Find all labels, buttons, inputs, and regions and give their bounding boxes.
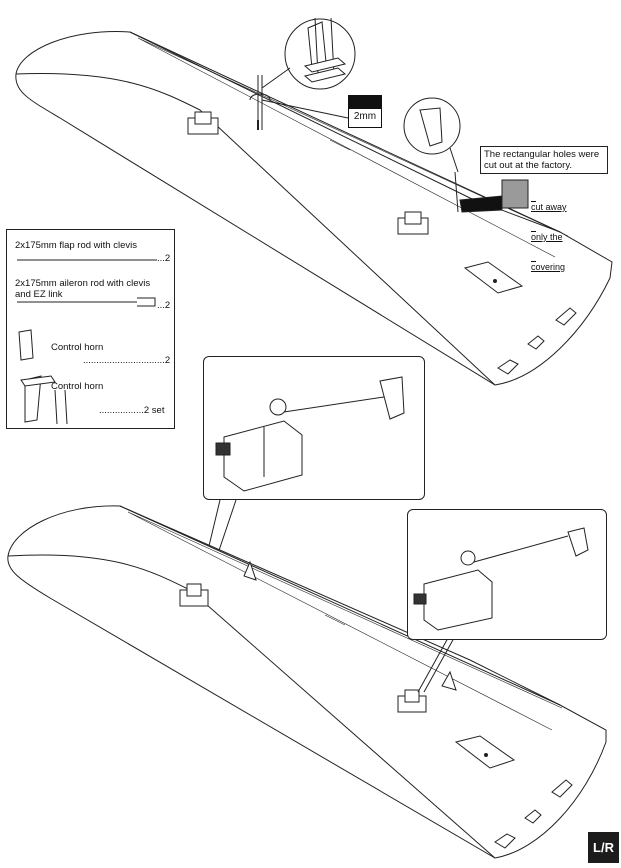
cut-note-line-2: only the [531, 232, 563, 242]
cut-note-line-1: cut away [531, 202, 567, 212]
aileron-rod-label-2: and EZ link [15, 289, 63, 300]
control-horn-label: Control horn [51, 342, 104, 353]
cut-away-thumbnail [459, 179, 529, 213]
aileron-rod-label-1: 2x175mm aileron rod with clevis [15, 278, 151, 289]
servo-linkage-sketch-2 [413, 527, 589, 631]
horn-detail-circle [261, 17, 356, 90]
factory-note-line-2: cut out at the factory. [484, 160, 573, 171]
control-horn-icon [18, 329, 34, 361]
drill-bit-icon [349, 96, 381, 109]
flap-rod-qty: ...2 [157, 253, 171, 264]
left-right-badge: L/R [588, 832, 619, 863]
servo-linkage-sketch [215, 376, 405, 492]
flap-rod-label: 2x175mm flap rod with clevis [15, 240, 137, 251]
control-horn-set-qty: .................2 set [99, 405, 165, 416]
control-horn-qty: ...............................2 [83, 355, 171, 366]
drill-size-label: 2mm [353, 111, 377, 122]
cut-away-note: cut away only the covering [531, 182, 567, 282]
cut-note-line-3: covering [531, 262, 566, 272]
horn-detail-circle-2 [403, 97, 461, 213]
factory-note-line-1: The rectangular holes were [484, 149, 600, 160]
control-horn-set-label: Control horn [51, 381, 104, 392]
lower-wing [7, 505, 607, 859]
drill-size-badge: 2mm [348, 95, 382, 128]
parts-sketches [17, 259, 157, 425]
parts-list-box: 2x175mm flap rod with clevis ...2 2x175m… [6, 229, 175, 429]
servo-callout-center [203, 356, 425, 500]
servo-callout-right [407, 509, 607, 640]
factory-holes-note: The rectangular holes were cut out at th… [480, 146, 608, 174]
control-horn-set-icon [24, 375, 42, 423]
aileron-rod-qty: ...2 [157, 300, 171, 311]
upper-wing [15, 31, 613, 386]
